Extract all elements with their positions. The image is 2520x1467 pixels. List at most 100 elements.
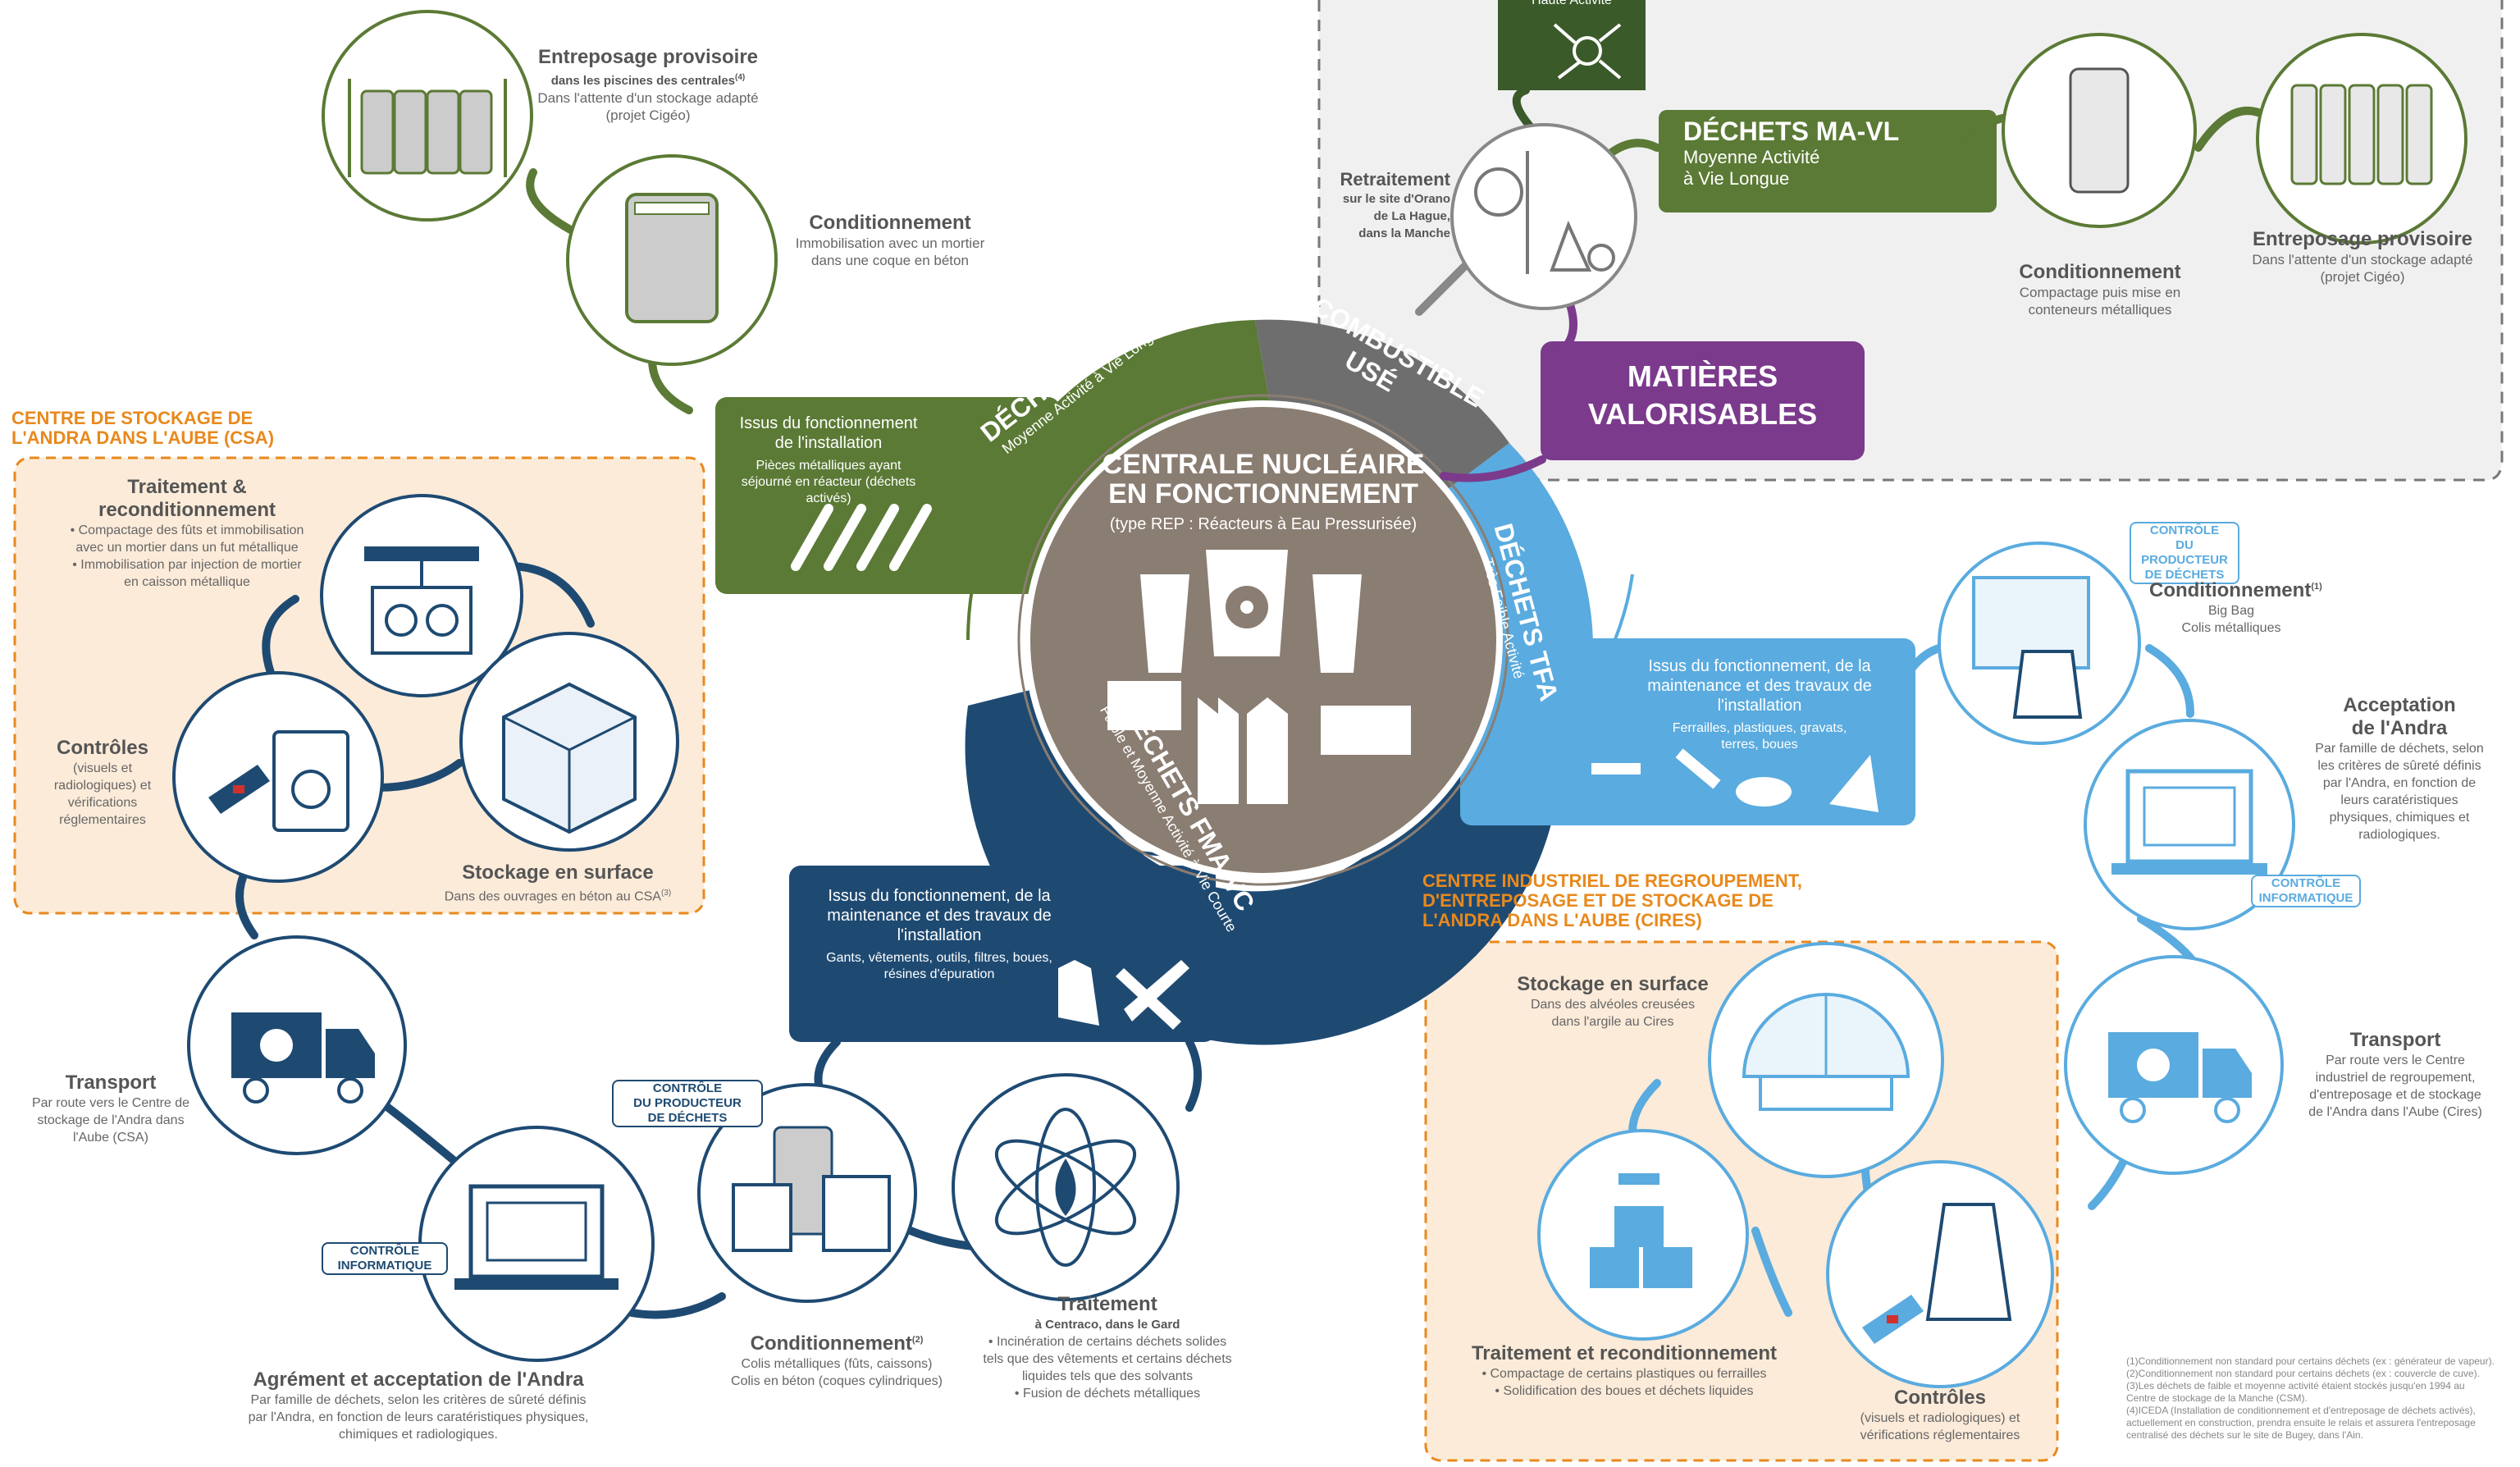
traitement-centraco-text: Traitement à Centraco, dans le Gard • In…: [952, 1293, 1263, 1402]
mavl-right-title: DÉCHETS MA-VL: [1683, 117, 1900, 146]
csa-stockage-title: Stockage en surface: [462, 861, 654, 884]
entreposage-right-body1: Dans l'attente d'un stockage adapté: [2252, 252, 2473, 267]
cires-traitement-circle: [1537, 1129, 1749, 1341]
retraitement-circle: [1450, 123, 1637, 310]
csa-traitement-circle: [320, 494, 523, 697]
traitement-centraco-title: Traitement: [1057, 1293, 1157, 1315]
cires-controles-b2: vérifications réglementaires: [1860, 1428, 2020, 1442]
cires-traitement-b1: • Compactage de certains plastiques ou f…: [1481, 1367, 1767, 1381]
conditionnement-right-body1: Compactage puis mise en: [2019, 285, 2181, 300]
arrow-matieres-centre: [1440, 455, 1546, 482]
conditionnement-tfa-title: Conditionnement: [2149, 579, 2312, 601]
acceptation-tfa-b3: par l'Andra, en fonction de: [2322, 776, 2477, 790]
arrow-controle-stockage-csa: [373, 759, 463, 792]
conditionnement-right-title: Conditionnement: [2019, 261, 2181, 283]
concrete-shell-icon: [625, 193, 719, 323]
truck-tfa-icon: [2108, 1032, 2252, 1123]
csa-controles-b2: radiologiques) et: [53, 779, 152, 793]
center-title-line1: CENTRALE NUCLÉAIRE: [1102, 449, 1425, 480]
csa-controles-text: Contrôles (visuels et radiologiques) et …: [33, 737, 172, 829]
tfa-box-text: Issus du fonctionnement, de la maintenan…: [1608, 656, 1911, 753]
conditionnement-left-body2: dans une coque en béton: [811, 253, 969, 268]
crane-drum-icon: [364, 546, 479, 655]
retraitement-l2: de La Hague,: [1373, 209, 1450, 223]
entreposage-left-title: Entreposage provisoire: [537, 46, 759, 68]
fmavc-box-text: Issus du fonctionnement, de la maintenan…: [800, 886, 1079, 983]
haute-activite-label: Haute Activité: [1532, 0, 1612, 7]
controle-prod-fmavc: CONTRÔLE DU PRODUCTEUR DE DÉCHETS: [612, 1080, 763, 1127]
fmavc-box-title: Issus du fonctionnement, de la maintenan…: [827, 887, 1052, 944]
footnote-6: actuellement en construction, prendra en…: [2126, 1417, 2476, 1428]
haute-activite-box: [1498, 0, 1646, 90]
transport-csa-circle: [187, 935, 407, 1155]
center-title-line2: EN FONCTIONNEMENT: [1108, 478, 1418, 510]
crane-boxes-icon: [1590, 1173, 1692, 1288]
entreposage-right-body2: (projet Cigéo): [2320, 269, 2405, 285]
footnote-3: (3)Les déchets de faible et moyenne acti…: [2126, 1380, 2465, 1392]
agrement-circle: [418, 1126, 655, 1362]
controle-prod-tfa-l1: CONTRÔLE: [2149, 523, 2220, 537]
footnote-5: (4)ICEDA (Installation de conditionnemen…: [2126, 1405, 2476, 1416]
arrow-traite-controle: [1751, 1227, 1792, 1317]
cires-header-line3: L'ANDRA DANS L'AUBE (CIRES): [1422, 910, 1702, 930]
conditionnement-fmavc-b2: Colis en béton (coques cylindriques): [731, 1374, 943, 1388]
matieres-line2: VALORISABLES: [1587, 397, 1818, 431]
cires-traitement-b2: • Solidification des boues et déchets li…: [1495, 1384, 1754, 1398]
footnote-7: centralisé des déchets sur le site de Bu…: [2126, 1429, 2363, 1441]
controle-prod-fmavc-l1: CONTRÔLE: [652, 1081, 723, 1095]
matieres-line1: MATIÈRES: [1627, 359, 1778, 393]
cires-header-line2: D'ENTREPOSAGE ET DE STOCKAGE DE: [1422, 890, 1774, 911]
retraitement-l1: sur le site d'Orano: [1342, 192, 1450, 206]
cires-controles-b1: (visuels et radiologiques) et: [1860, 1411, 2020, 1425]
footnotes: (1)Conditionnement non standard pour cer…: [2126, 1355, 2518, 1442]
csa-header: CENTRE DE STOCKAGE DE L'ANDRA DANS L'AUB…: [11, 409, 274, 448]
matieres-box: [1541, 341, 1865, 460]
controle-prod-tfa-l3: DE DÉCHETS: [2144, 568, 2225, 582]
csa-header-line2: L'ANDRA DANS L'AUBE (CSA): [11, 427, 275, 448]
transport-tfa-text: Transport Par route vers le Centre indus…: [2289, 1029, 2502, 1121]
transport-csa-b1: Par route vers le Centre de: [31, 1096, 190, 1110]
footnote-4: Centre de stockage de la Manche (CSM).: [2126, 1392, 2308, 1404]
controle-info-tfa-l1: CONTRÔLE: [2271, 876, 2341, 890]
traitement-centraco-circle: [952, 1073, 1180, 1301]
metal-container-icon: [2069, 67, 2130, 194]
controle-info-tfa: CONTRÔLE INFORMATIQUE: [2251, 875, 2361, 907]
transport-csa-title: Transport: [65, 1072, 157, 1094]
cires-stockage-circle: [1708, 942, 1944, 1178]
csa-header-line1: CENTRE DE STOCKAGE DE: [11, 408, 253, 428]
agrement-text: Agrément et acceptation de l'Andra Par f…: [164, 1369, 673, 1443]
csa-stockage-body: Dans des ouvrages en béton au CSA: [444, 889, 661, 904]
csa-controles-title: Contrôles: [56, 737, 148, 759]
conditionnement-fmavc-sup: (2): [911, 1335, 924, 1345]
controle-info-fmavc-l1: CONTRÔLE: [349, 1244, 420, 1258]
mavl-right-sub2: à Vie Longue: [1683, 168, 1790, 189]
conditionnement-tfa-sup: (1): [2311, 582, 2322, 592]
controle-info-fmavc-l2: INFORMATIQUE: [337, 1259, 432, 1273]
arrow-cond-accept: [2145, 644, 2194, 718]
concrete-cell-icon: [502, 682, 637, 834]
conditionnement-fmavc-title: Conditionnement: [750, 1332, 912, 1355]
retraitement-title: Retraitement: [1340, 169, 1450, 190]
cires-stockage-b1: Dans des alvéoles creusées: [1530, 998, 1696, 1012]
agrement-title: Agrément et acceptation de l'Andra: [253, 1369, 584, 1391]
tfa-box-title: Issus du fonctionnement, de la maintenan…: [1647, 657, 1872, 715]
controle-info-tfa-l2: INFORMATIQUE: [2258, 891, 2353, 905]
transport-tfa-title: Transport: [2349, 1029, 2441, 1051]
transport-tfa-b3: d'entreposage et de stockage: [2309, 1088, 2481, 1102]
tfa-box: [1460, 638, 1915, 825]
agrement-b1: Par famille de déchets, selon les critèr…: [250, 1393, 587, 1407]
cires-stockage-text: Stockage en surface Dans des alvéoles cr…: [1514, 973, 1711, 1031]
conditionnement-left-text: Conditionnement Immobilisation avec un m…: [771, 212, 1009, 269]
center-subtitle: (type REP : Réacteurs à Eau Pressurisée): [1109, 515, 1418, 533]
csa-stockage-circle: [459, 632, 679, 852]
traitement-centraco-b2: tels que des vêtements et certains déche…: [983, 1352, 1232, 1366]
acceptation-tfa-title2: de l'Andra: [2351, 717, 2448, 739]
arrow-traite-stockage-csa: [504, 562, 595, 628]
entreposage-left-sub: dans les piscines des centrales: [550, 74, 736, 88]
container-rack-icon: [2290, 84, 2433, 185]
csa-traitement-b4: en caisson métallique: [124, 575, 250, 589]
transport-csa-b2: stockage de l'Andra dans: [37, 1113, 185, 1127]
entreposage-left-body2: (projet Cigéo): [605, 107, 691, 123]
